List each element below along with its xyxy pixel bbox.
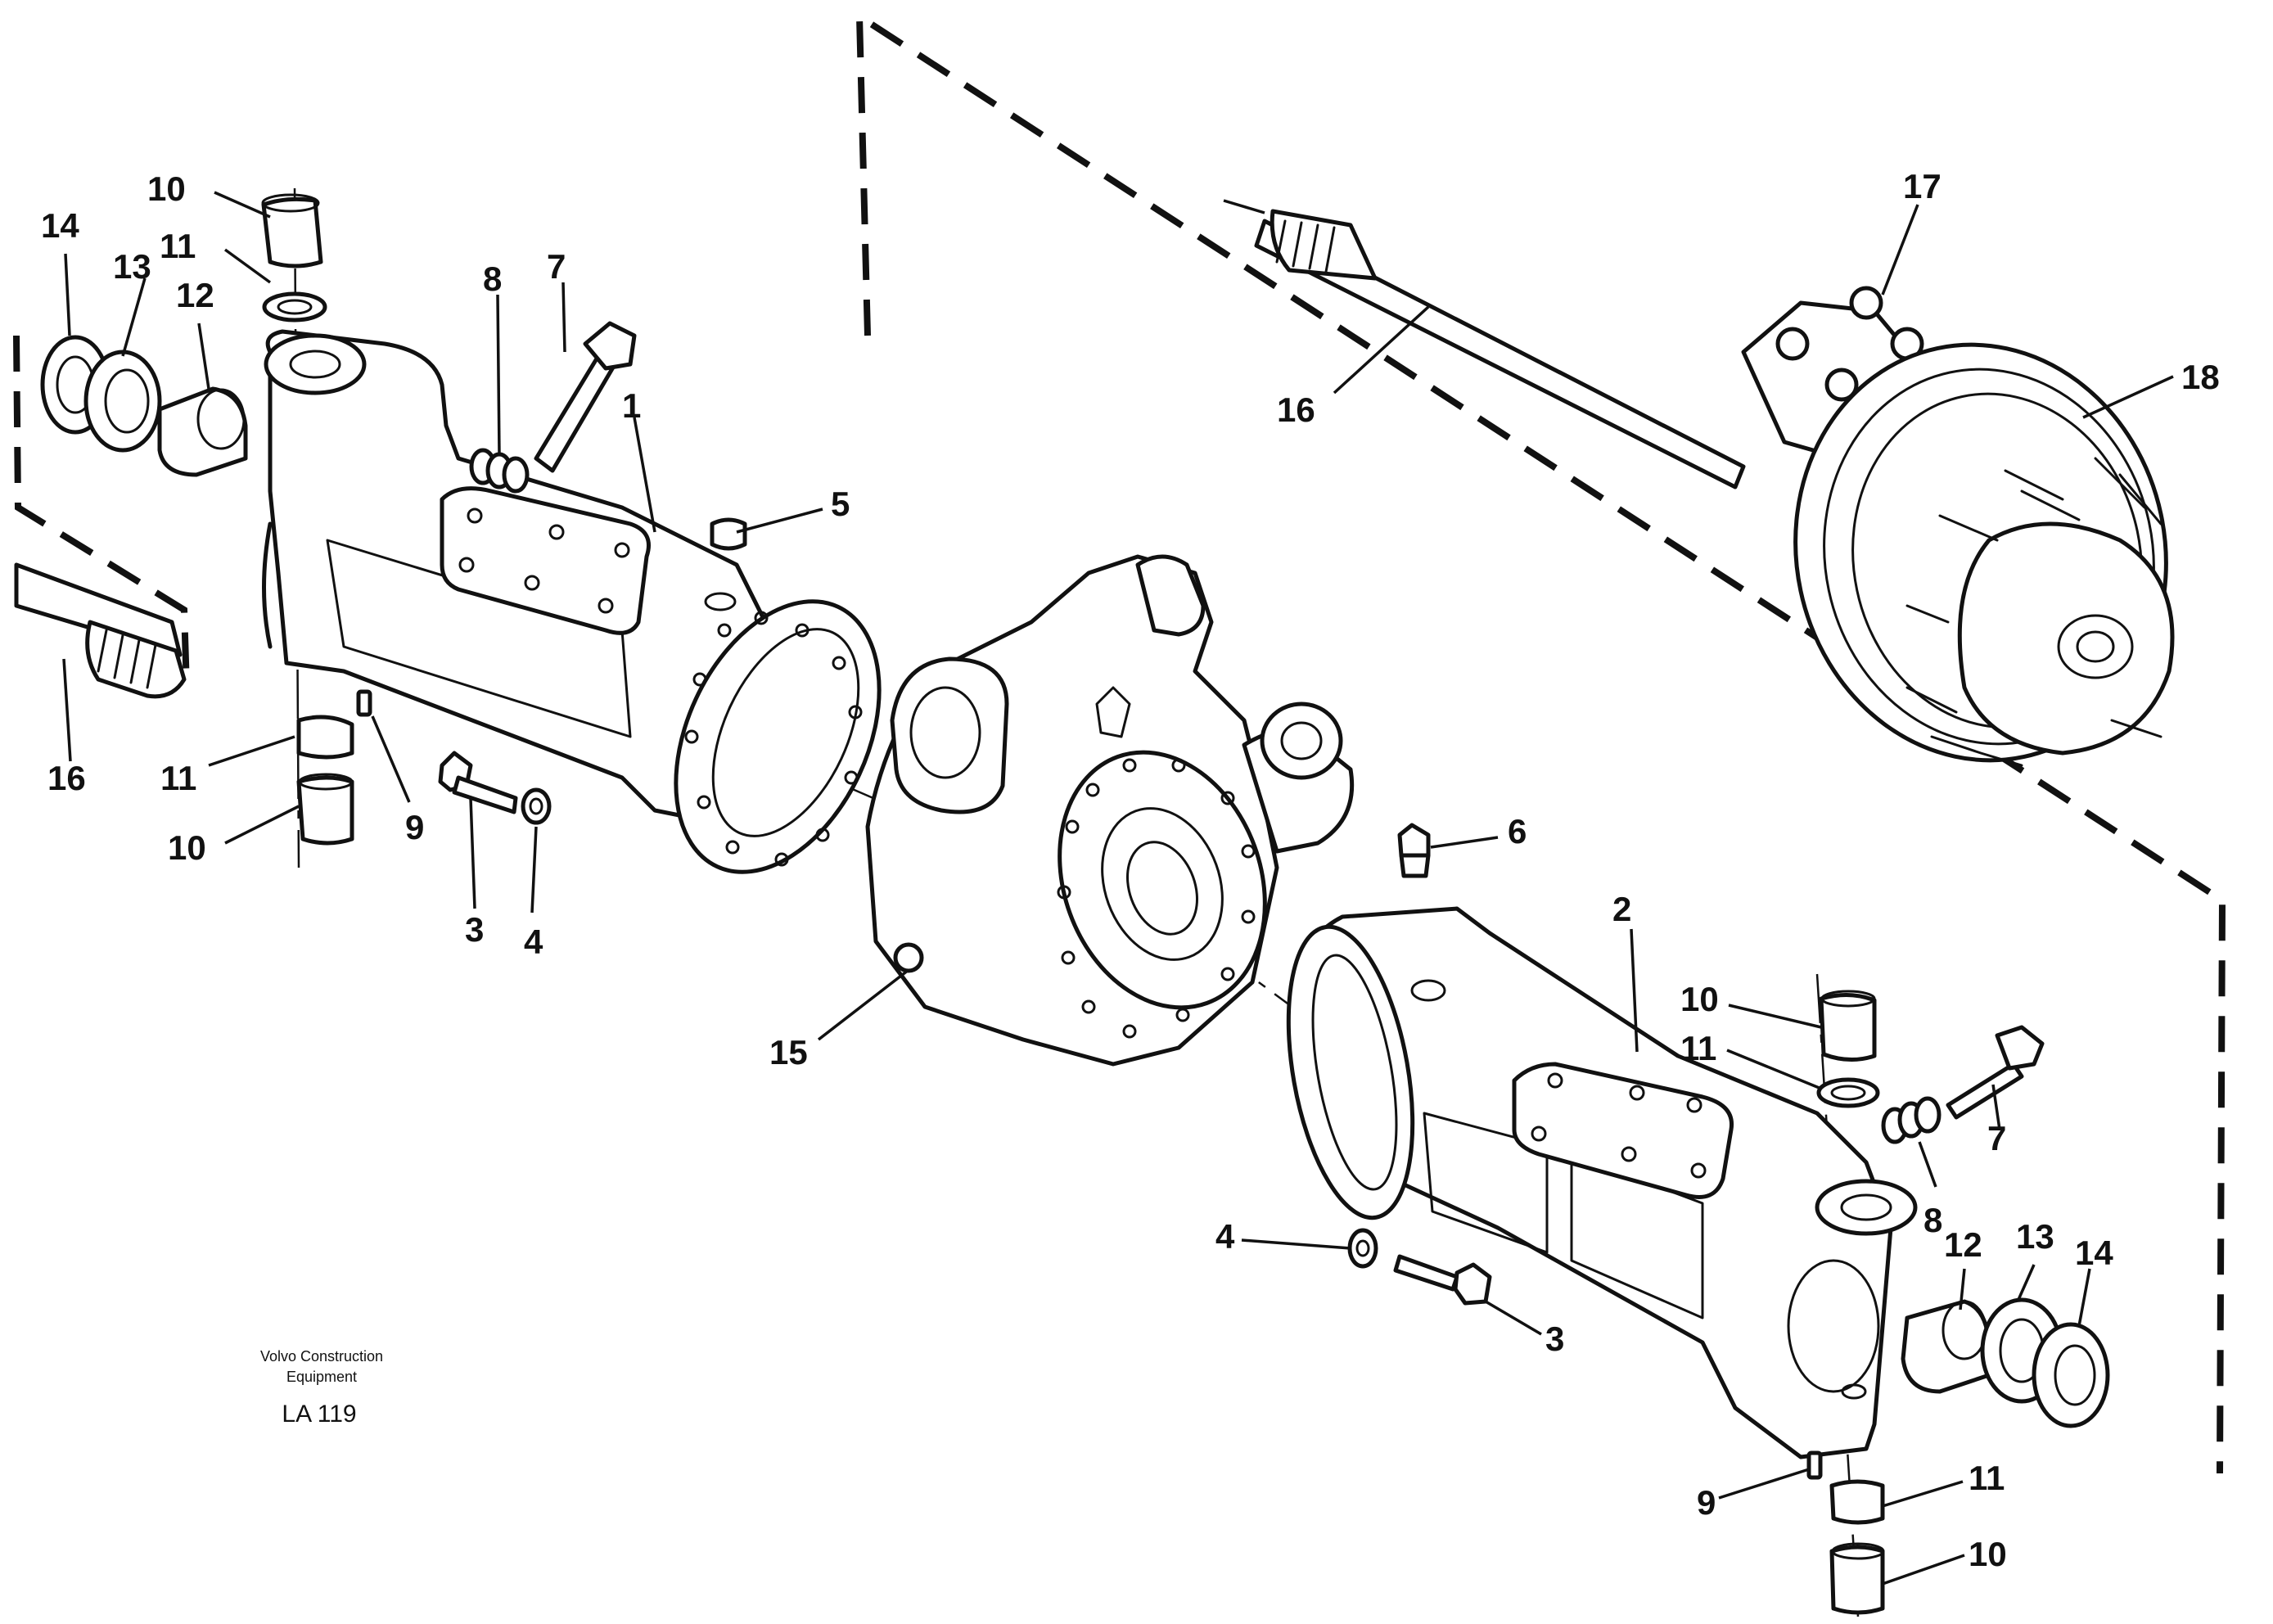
callout-9: 9: [405, 808, 424, 846]
callout-10: 10: [1969, 1535, 2007, 1573]
upper-assembly-boundary: [855, 10, 2226, 1474]
callout-11: 11: [160, 759, 196, 797]
callout-7: 7: [1987, 1119, 2006, 1157]
callout-4: 4: [524, 923, 543, 961]
callout-12: 12: [176, 276, 214, 314]
callout-9: 9: [1697, 1483, 1716, 1522]
left-small-parts: [261, 193, 747, 846]
credit-line-1: Volvo Construction: [260, 1348, 383, 1365]
callout-11: 11: [1680, 1029, 1716, 1067]
wheel-hub-assembly: [1741, 286, 2175, 767]
right-axle-housing: [1286, 906, 1918, 1459]
drawing-credit: Volvo Construction Equipment LA 119: [260, 1348, 383, 1428]
callout-7: 7: [547, 247, 566, 286]
callout-13: 13: [2016, 1217, 2054, 1256]
callout-6: 6: [1508, 812, 1527, 850]
callout-3: 3: [1545, 1320, 1564, 1358]
right-small-parts: [1347, 823, 2110, 1615]
callout-2: 2: [1612, 890, 1631, 928]
callout-5: 5: [831, 485, 850, 523]
callout-13: 13: [113, 247, 151, 286]
callout-8: 8: [1923, 1201, 1942, 1239]
callout-16: 16: [47, 759, 86, 797]
callout-14: 14: [41, 206, 79, 245]
callout-10: 10: [1680, 980, 1719, 1018]
leader-lines: [62, 191, 2174, 1586]
credit-line-2: Equipment: [286, 1369, 357, 1385]
callout-3: 3: [465, 910, 484, 949]
callout-numbers: 10 11 12 13 14 8 7 1 5 11 10 9 3 4 16 15…: [41, 167, 2220, 1573]
callout-16: 16: [1277, 390, 1315, 429]
callout-14: 14: [2075, 1234, 2113, 1272]
upper-drive-shaft: [1254, 209, 1746, 489]
callout-18: 18: [2181, 358, 2220, 396]
differential-carrier: [865, 554, 1355, 1067]
callout-12: 12: [1944, 1225, 1982, 1264]
callout-10: 10: [168, 828, 206, 867]
callout-8: 8: [483, 259, 502, 298]
left-end-parts: [14, 335, 248, 699]
left-axle-housing: [262, 329, 882, 874]
callout-10: 10: [147, 169, 186, 208]
callout-4: 4: [1215, 1217, 1235, 1256]
callout-11: 11: [160, 227, 196, 265]
callout-1: 1: [622, 386, 641, 425]
drawing-code: LA 119: [282, 1401, 356, 1428]
callout-11: 11: [1969, 1459, 2005, 1497]
left-assembly-boundary: [13, 335, 190, 688]
callout-17: 17: [1903, 167, 1942, 205]
callout-15: 15: [769, 1033, 808, 1071]
